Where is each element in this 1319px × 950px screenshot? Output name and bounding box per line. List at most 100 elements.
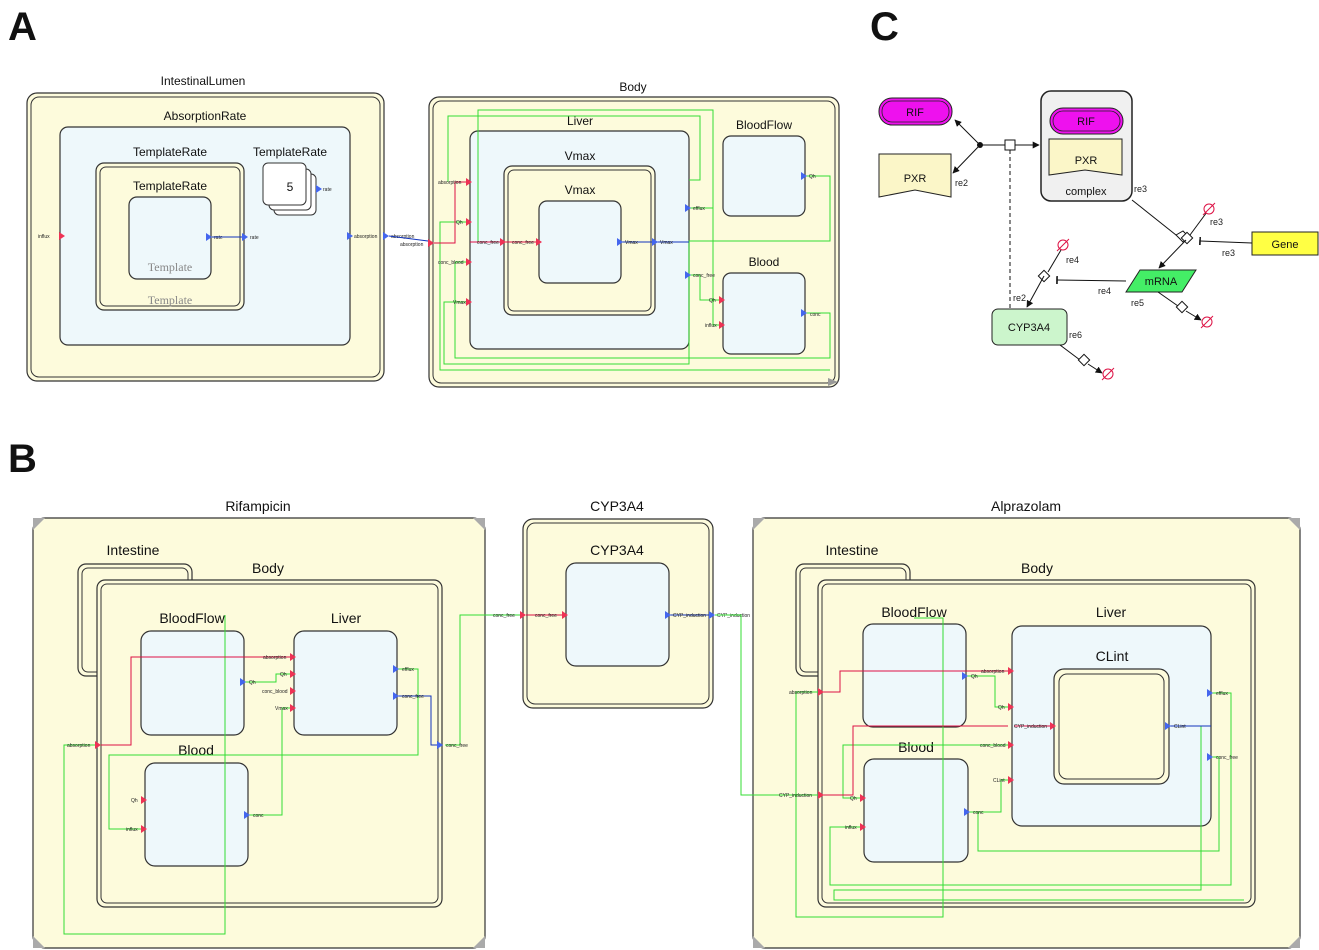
bloodflow-box-rif[interactable]: [140, 630, 245, 736]
liver-box-rif[interactable]: [293, 630, 398, 736]
pxr-node-in-complex[interactable]: [1048, 138, 1123, 176]
cyp-induction-port[interactable]: [665, 611, 671, 619]
cyp3a4-inner-box[interactable]: [565, 562, 670, 667]
qh-liver-port-alp[interactable]: [1008, 703, 1014, 711]
vmax-in-port[interactable]: [466, 298, 472, 306]
clint-box[interactable]: [1053, 668, 1170, 785]
conc-free-label-cyp: conc_free: [535, 613, 557, 619]
bloodflow-box-alp[interactable]: [862, 623, 967, 728]
blood-box-alp[interactable]: [863, 758, 969, 863]
qh-blood-port-rif[interactable]: [141, 796, 147, 804]
qh-blood-label-rif: Qh: [131, 798, 138, 804]
conc-free-port-rif[interactable]: [393, 692, 399, 700]
clint-out-port-alp[interactable]: [1165, 722, 1171, 730]
blood-title-alp: Blood: [898, 739, 934, 755]
conc-free-outer-port-cyp[interactable]: [520, 611, 526, 619]
rate-out-port-inner[interactable]: [206, 233, 212, 241]
rif-arrow: [954, 119, 981, 146]
absorption-liver-port-rif[interactable]: [290, 653, 296, 661]
rate-inner-label: rate: [214, 235, 223, 241]
blood-box-rif[interactable]: [144, 762, 249, 867]
absorption-liver-port[interactable]: [466, 178, 472, 186]
absorption-port-inner[interactable]: [347, 232, 353, 240]
absorption-body-port-alp[interactable]: [818, 688, 824, 696]
cyp-induction-outer-port[interactable]: [709, 611, 715, 619]
conc-free-label-2: conc_free: [512, 240, 534, 246]
absorption-port-outer[interactable]: [383, 232, 389, 240]
bloodflow-box-a[interactable]: [722, 135, 806, 217]
cyp-induction-body-port-alp[interactable]: [818, 791, 824, 799]
efflux-port-a[interactable]: [685, 204, 691, 212]
qh-bf-port-rif[interactable]: [240, 678, 246, 686]
rif-node-in-complex[interactable]: [1049, 107, 1124, 135]
blood-title-a: Blood: [749, 255, 780, 269]
cyp-induction-liver-label-alp: CYP_induction: [1014, 724, 1047, 730]
conc-free-port-alp[interactable]: [1207, 753, 1213, 761]
re6-process: [1077, 353, 1091, 367]
qh-blood-port-alp[interactable]: [860, 794, 866, 802]
absorption-liver-port-alp[interactable]: [1008, 667, 1014, 675]
influx-port-alp[interactable]: [860, 823, 866, 831]
blood-title-rif: Blood: [178, 742, 214, 758]
mrna-node[interactable]: [1125, 269, 1197, 293]
conc-port-alp[interactable]: [964, 808, 970, 816]
intestinal-lumen-title: IntestinalLumen: [161, 74, 246, 88]
vmax-port-rif[interactable]: [290, 704, 296, 712]
qh-bf-port-alp[interactable]: [962, 672, 968, 680]
conc-free-port-cyp[interactable]: [562, 611, 568, 619]
vmax-out-port-b[interactable]: [652, 238, 658, 246]
vmax-inner-title: Vmax: [565, 183, 596, 197]
conc-free-out-port-a[interactable]: [685, 271, 691, 279]
stack-rate-port[interactable]: [316, 185, 322, 193]
gene-node[interactable]: [1251, 231, 1319, 256]
rate-out-port-outer[interactable]: [242, 233, 248, 241]
influx-port-rif[interactable]: [141, 825, 147, 833]
rif-label-1: RIF: [906, 107, 924, 119]
absorption-liver-label-rif: absorption: [263, 655, 287, 661]
stack-card-1[interactable]: [262, 162, 307, 206]
absorption-body-label: absorption: [400, 242, 424, 248]
rif-node[interactable]: [878, 97, 953, 126]
re5-line: [1157, 291, 1179, 307]
conc-port-rif[interactable]: [244, 811, 250, 819]
influx-label: influx: [38, 234, 50, 240]
qh-blood-label-a: Qh: [709, 298, 716, 304]
re5-process: [1175, 300, 1189, 314]
influx-blood-port-a[interactable]: [719, 321, 725, 329]
panel-a: IntestinalLumen AbsorptionRate TemplateR…: [26, 74, 840, 388]
re5-label: re5: [1131, 298, 1144, 308]
influx-port[interactable]: [59, 232, 65, 240]
conc-blood-port[interactable]: [466, 258, 472, 266]
conc-free-port-1[interactable]: [500, 238, 506, 246]
clint-in-port-alp[interactable]: [1008, 776, 1014, 784]
vmax-out-port-a[interactable]: [617, 238, 623, 246]
cyp3a4-node[interactable]: [991, 308, 1068, 346]
absorption-body-port[interactable]: [428, 239, 434, 247]
vmax-inner-box[interactable]: [538, 200, 622, 284]
conc-out-port-a[interactable]: [801, 309, 807, 317]
template-rate-inner-box[interactable]: [128, 196, 212, 280]
qh-liver-port-rif[interactable]: [290, 670, 296, 678]
efflux-port-rif[interactable]: [393, 665, 399, 673]
qh-liver-port[interactable]: [466, 218, 472, 226]
conc-blood-port-alp[interactable]: [1008, 741, 1014, 749]
absorption-port-rif[interactable]: [95, 741, 101, 749]
re4-label-b: re4: [1098, 286, 1111, 296]
efflux-port-alp[interactable]: [1207, 689, 1213, 697]
cyp-induction-liver-port-alp[interactable]: [1050, 722, 1056, 730]
absorption-label-rif: absorption: [67, 743, 91, 749]
conc-free-port-2[interactable]: [536, 238, 542, 246]
conc-blood-port-rif[interactable]: [290, 687, 296, 695]
conc-blood-label-rif: conc_blood: [262, 689, 288, 695]
conc-free-label-rif: conc_free: [402, 694, 424, 700]
conc-free-label-alp: conc_free: [1216, 755, 1238, 761]
conc-free-out-port-rif[interactable]: [437, 741, 443, 749]
pxr-node[interactable]: [878, 153, 952, 198]
qh-out-port-a[interactable]: [801, 172, 807, 180]
blood-box-a[interactable]: [722, 272, 806, 355]
qh-blood-port-a[interactable]: [719, 296, 725, 304]
pxr-arrow: [952, 144, 981, 174]
re3-label-a: re3: [1134, 184, 1147, 194]
bloodflow-title-rif: BloodFlow: [159, 610, 225, 626]
